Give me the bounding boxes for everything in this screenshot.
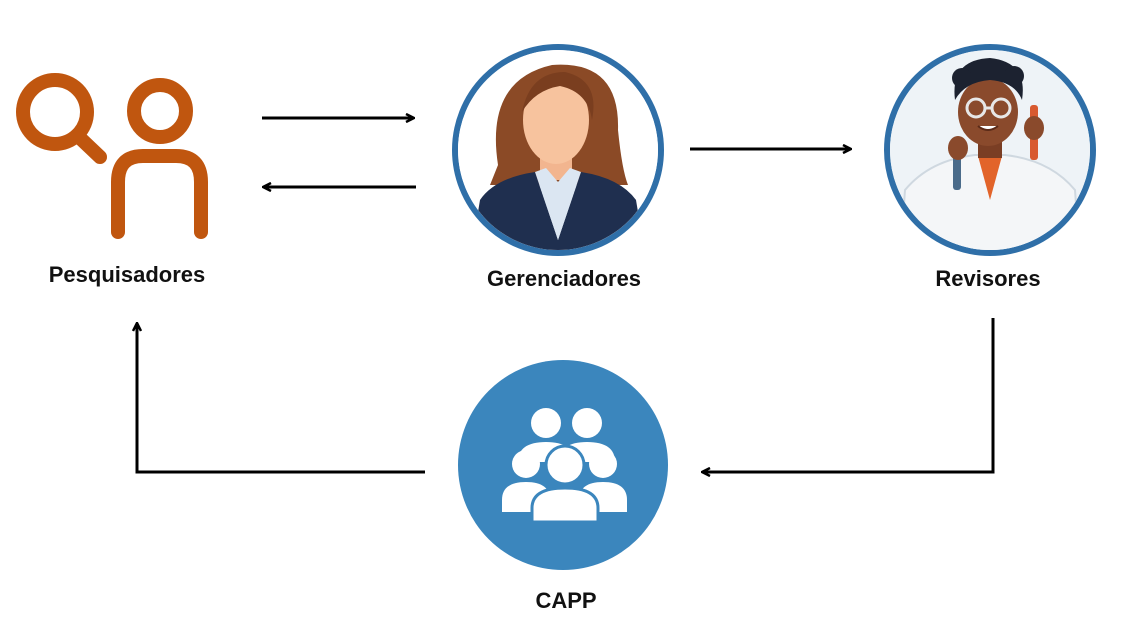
edge-capp-to-pesquisadores <box>137 324 425 474</box>
group-people-icon <box>458 360 668 570</box>
capp-label: CAPP <box>535 588 597 613</box>
pesquisadores-label: Pesquisadores <box>48 262 206 287</box>
gerenciadores-label: Gerenciadores <box>486 266 642 291</box>
edge-revisores-to-capp <box>703 318 995 472</box>
revisores-label: Revisores <box>935 266 1041 291</box>
scientist-reviewer-avatar <box>884 44 1096 256</box>
manager-woman-avatar <box>452 44 664 256</box>
researcher-icon <box>16 73 208 239</box>
